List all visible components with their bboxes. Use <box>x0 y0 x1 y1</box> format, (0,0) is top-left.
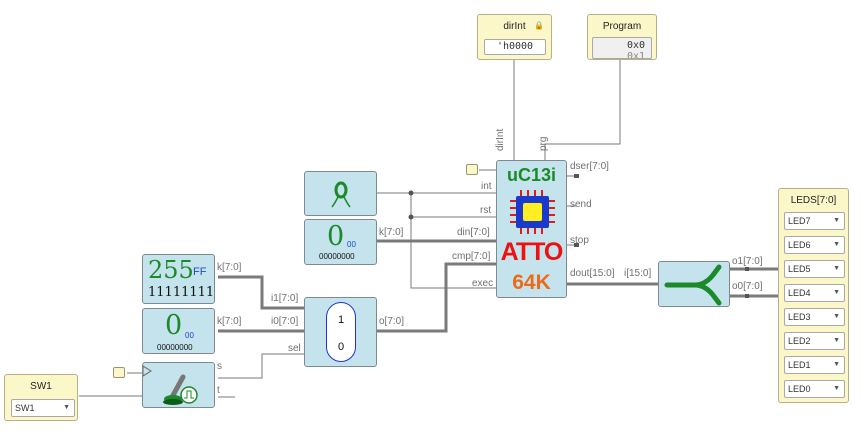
toggle-switch-icon <box>142 365 198 405</box>
constant-binary: 00000000 <box>157 343 193 352</box>
port-label-o0: o0[7:0] <box>732 281 763 292</box>
port-label-i: i[15:0] <box>624 268 652 279</box>
constant-binary: 11111111 <box>148 285 215 300</box>
led-select-value: LED4 <box>788 288 811 298</box>
program-memory-field[interactable]: 0x0 0x1 <box>592 37 652 59</box>
lock-icon: 🔒 <box>534 21 544 30</box>
leds-title: LEDS[7:0] <box>790 195 837 206</box>
chevron-down-icon: ▼ <box>833 337 840 344</box>
chip-icon <box>510 190 555 234</box>
constant-value: 255 <box>148 256 194 284</box>
mux-input-0: 0 <box>337 341 345 353</box>
constant-block-zero[interactable]: 0 00 00000000 <box>142 308 215 354</box>
led-select[interactable]: LED6 ▼ <box>784 236 845 254</box>
cpu-name: uC13i <box>506 165 557 185</box>
dirint-value-field[interactable]: 'h0000 <box>484 39 546 55</box>
chevron-down-icon: ▼ <box>833 265 840 272</box>
mux-input-1: 1 <box>337 314 345 326</box>
bus-splitter-block[interactable] <box>658 261 730 307</box>
wire-sel <box>218 353 304 379</box>
mux-body: 1 0 <box>326 302 356 362</box>
led-select-value: LED1 <box>788 360 811 370</box>
dirint-title: dirInt <box>503 21 526 32</box>
constant-value: 0 <box>327 221 345 252</box>
led-select[interactable]: LED5 ▼ <box>784 260 845 278</box>
constant-block-din[interactable]: 0 00 00000000 <box>304 219 377 265</box>
led-select-value: LED2 <box>788 336 811 346</box>
debounce-switch-block[interactable] <box>142 362 215 408</box>
led-select[interactable]: LED7 ▼ <box>784 212 845 230</box>
port-label-k-zero: k[7:0] <box>217 316 242 327</box>
port-label-dout: dout[15:0] <box>570 268 615 279</box>
wire-cmp <box>377 262 496 333</box>
cpu-brand: ATTO <box>500 238 564 266</box>
multiplexer-block[interactable]: 1 0 <box>304 297 377 367</box>
sw1-title: SW1 <box>30 381 52 392</box>
led-select-value: LED7 <box>788 216 811 226</box>
led-select-value: LED5 <box>788 264 811 274</box>
constant-hex: 00 <box>347 240 356 249</box>
program-title: Program <box>602 21 642 32</box>
chevron-down-icon: ▼ <box>63 404 70 411</box>
port-label-sel: sel <box>288 343 301 354</box>
leds-panel: LEDS[7:0] LED7 ▼ LED6 ▼ LED5 ▼ LED4 ▼ LED3 ▼ LED2 ▼… <box>778 188 849 403</box>
port-label-exec: exec <box>472 278 494 289</box>
constant-binary: 00000000 <box>319 252 355 261</box>
chevron-down-icon: ▼ <box>833 361 840 368</box>
chevron-down-icon: ▼ <box>833 313 840 320</box>
port-label-dser: dser[7:0] <box>570 161 609 172</box>
chevron-down-icon: ▼ <box>833 241 840 248</box>
microcontroller-block[interactable]: uC13i ATTO 64K <box>496 160 567 298</box>
program-value: 0x0 <box>626 40 645 51</box>
port-label-send: send <box>570 199 592 210</box>
port-label-k-255: k[7:0] <box>217 262 242 273</box>
led-select[interactable]: LED1 ▼ <box>784 356 845 374</box>
constant-block-255[interactable]: 255 FF 11111111 <box>142 254 215 304</box>
constant-hex: FF <box>193 266 207 278</box>
led-select[interactable]: LED2 ▼ <box>784 332 845 350</box>
probe-icon <box>331 181 351 208</box>
sw1-panel: SW1 SW1 ▼ <box>4 374 78 421</box>
port-label-dirint: dirInt <box>495 128 506 151</box>
port-label-int: int <box>481 181 492 192</box>
port-label-din: din[7:0] <box>457 227 490 238</box>
cpu-input-pad[interactable] <box>466 164 478 175</box>
chevron-down-icon: ▼ <box>833 217 840 224</box>
cpu-memory-size: 64K <box>512 271 551 294</box>
chevron-down-icon: ▼ <box>833 289 840 296</box>
led-select-value: LED6 <box>788 240 811 250</box>
port-label-t: t <box>217 385 220 396</box>
port-label-stop: stop <box>570 235 589 246</box>
port-label-rst: rst <box>480 205 492 216</box>
led-select[interactable]: LED0 ▼ <box>784 380 845 398</box>
interrupt-source-block[interactable] <box>304 171 377 216</box>
constant-hex: 00 <box>185 331 194 340</box>
port-label-s: s <box>217 361 222 372</box>
port-label-i0: i0[7:0] <box>271 316 299 327</box>
port-label-cmp: cmp[7:0] <box>452 251 491 262</box>
dirint-panel: dirInt 🔒 'h0000 <box>477 14 552 60</box>
led-select-value: LED0 <box>788 384 811 394</box>
program-panel: Program 0x0 0x1 <box>587 14 657 60</box>
switch-input-pad[interactable] <box>113 367 125 378</box>
port-label-o: o[7:0] <box>379 316 405 327</box>
sw1-selected-value: SW1 <box>15 403 35 413</box>
led-select[interactable]: LED3 ▼ <box>784 308 845 326</box>
wire-prg <box>544 58 621 162</box>
split-arrow-icon <box>664 264 722 306</box>
constant-value: 0 <box>165 310 183 341</box>
chevron-down-icon: ▼ <box>833 385 840 392</box>
port-label-o1: o1[7:0] <box>732 256 763 267</box>
port-label-i1: i1[7:0] <box>271 293 299 304</box>
wire-i1 <box>218 275 304 310</box>
program-value-next: 0x1 <box>626 51 645 59</box>
port-label-k-din: k[7:0] <box>379 227 404 238</box>
led-select-value: LED3 <box>788 312 811 322</box>
led-select[interactable]: LED4 ▼ <box>784 284 845 302</box>
sw1-select[interactable]: SW1 ▼ <box>11 399 75 417</box>
port-label-prg: prg <box>538 136 549 151</box>
